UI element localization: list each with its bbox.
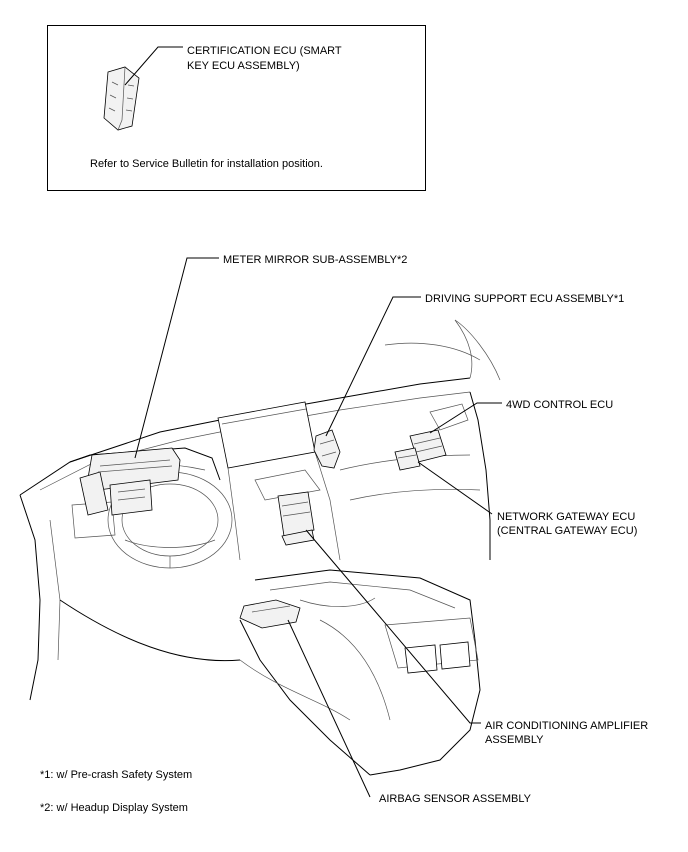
- airbag-sensor-part: [239, 599, 371, 798]
- air-conditioning-part: [277, 491, 481, 724]
- service-bulletin-note: Refer to Service Bulletin for installati…: [90, 158, 323, 170]
- air-conditioning-label-line2: ASSEMBLY: [485, 734, 544, 746]
- meter-mirror-part: [79, 257, 219, 516]
- four-wd-ecu-part: [409, 402, 502, 463]
- air-conditioning-label-line1: AIR CONDITIONING AMPLIFIER: [485, 720, 649, 732]
- driving-support-label: DRIVING SUPPORT ECU ASSEMBLY*1: [425, 293, 625, 305]
- airbag-sensor-label: AIRBAG SENSOR ASSEMBLY: [379, 793, 532, 805]
- footnote-headup: *2: w/ Headup Display System: [40, 802, 188, 814]
- dashboard-outline: [19, 319, 501, 776]
- certification-ecu-box: [47, 25, 426, 191]
- certification-ecu-label-line2: KEY ECU ASSEMBLY): [187, 60, 300, 72]
- meter-mirror-label: METER MIRROR SUB-ASSEMBLY*2: [223, 254, 408, 266]
- four-wd-control-label: 4WD CONTROL ECU: [506, 399, 614, 411]
- driving-support-part: [313, 296, 421, 469]
- footnote-pre-crash: *1: w/ Pre-crash Safety System: [40, 769, 193, 781]
- network-gateway-part: [394, 447, 493, 515]
- network-gateway-label-line2: (CENTRAL GATEWAY ECU): [497, 525, 638, 537]
- certification-ecu-label-line1: CERTIFICATION ECU (SMART: [187, 45, 342, 57]
- certification-ecu-module: [103, 46, 183, 131]
- network-gateway-label-line1: NETWORK GATEWAY ECU: [497, 511, 636, 523]
